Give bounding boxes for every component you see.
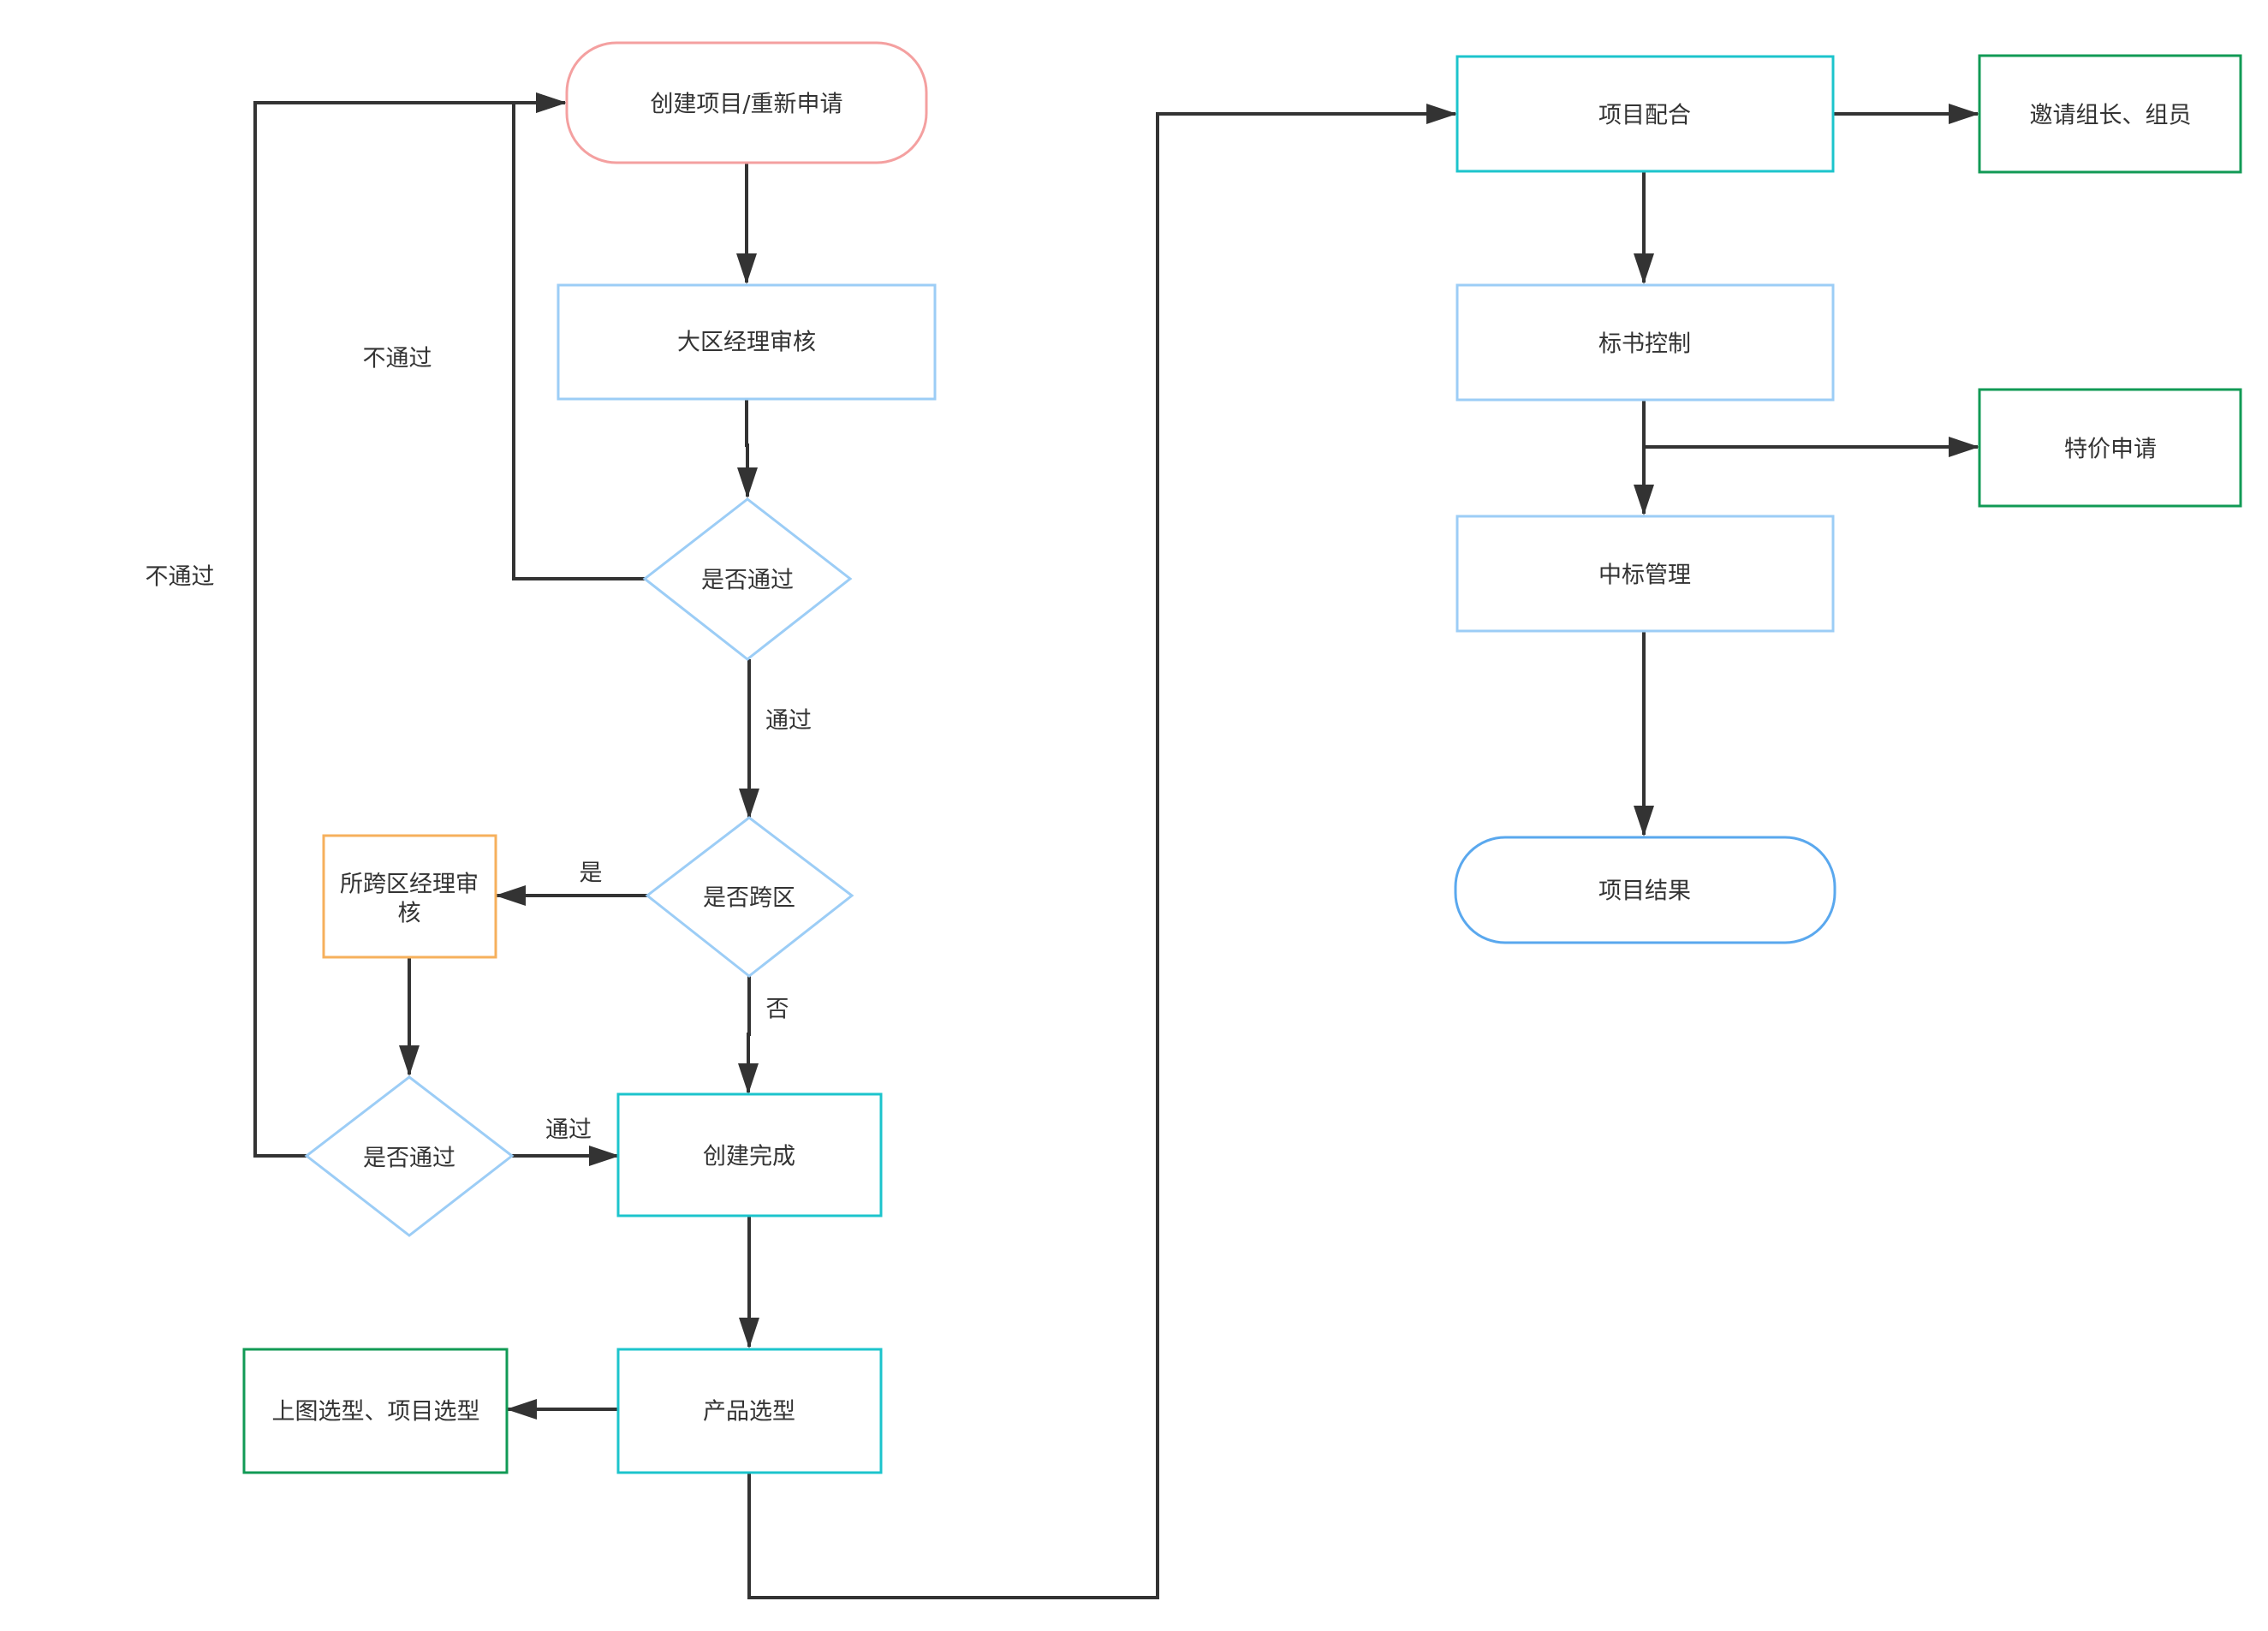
edge-label-fail-1: 不通过 (363, 346, 432, 372)
node-product-select[interactable]: 产品选型 (616, 1348, 883, 1474)
node-label: 是否跨区 (703, 885, 795, 912)
edge-label-no: 否 (766, 997, 789, 1023)
node-special-price[interactable]: 特价申请 (1978, 388, 2242, 508)
node-label: 是否通过 (701, 568, 794, 594)
node-label: 产品选型 (703, 1399, 795, 1426)
node-label: 创建完成 (703, 1144, 795, 1170)
node-pass-check-1[interactable]: 是否通过 (642, 497, 853, 661)
node-project-result[interactable]: 项目结果 (1454, 836, 1836, 944)
decision-shape (642, 497, 853, 661)
edges (253, 92, 1979, 1599)
node-label-line1: 所跨区经理审 (340, 872, 479, 898)
edge-cross-no-to-done (738, 976, 759, 1094)
node-map-select[interactable]: 上图选型、项目选型 (242, 1348, 509, 1474)
edge-labels: 不通过 不通过 通过 是 否 通过 (146, 346, 813, 1144)
process-shape (322, 834, 497, 959)
edge-product-to-coop (747, 104, 1457, 1599)
node-region-review[interactable]: 大区经理审核 (557, 283, 937, 401)
node-label: 项目配合 (1598, 103, 1691, 129)
node-bid-win[interactable]: 中标管理 (1455, 515, 1835, 633)
node-bid-control[interactable]: 标书控制 (1455, 283, 1835, 402)
node-invite-members[interactable]: 邀请组长、组员 (1978, 54, 2242, 174)
decision-shape (645, 816, 854, 978)
node-cross-region-review[interactable]: 所跨区经理审 核 (322, 834, 497, 959)
node-label: 标书控制 (1598, 331, 1691, 358)
node-label: 是否通过 (363, 1146, 455, 1172)
process-shape (616, 1348, 883, 1474)
node-label: 邀请组长、组员 (2030, 103, 2192, 129)
node-create-done[interactable]: 创建完成 (616, 1092, 883, 1217)
edge-label-yes: 是 (580, 860, 603, 887)
process-shape (1455, 515, 1835, 633)
decision-shape (304, 1075, 515, 1237)
node-label: 上图选型、项目选型 (272, 1399, 480, 1426)
process-shape (1978, 54, 2242, 174)
terminator-shape (1454, 836, 1836, 944)
node-label: 大区经理审核 (677, 330, 816, 356)
process-shape (616, 1092, 883, 1217)
process-shape (557, 283, 937, 401)
edge-label-pass-2: 通过 (545, 1117, 592, 1144)
node-label: 创建项目/重新申请 (650, 92, 842, 118)
process-shape (242, 1348, 509, 1474)
edge-label-fail-2: 不通过 (146, 564, 215, 591)
terminator-shape (565, 41, 928, 164)
node-cross-region-check[interactable]: 是否跨区 (645, 816, 854, 978)
node-pass-check-2[interactable]: 是否通过 (304, 1075, 515, 1237)
node-label: 项目结果 (1598, 878, 1691, 905)
node-project-coop[interactable]: 项目配合 (1455, 55, 1835, 173)
process-shape (1455, 55, 1835, 173)
edge-check2-fail-to-create (253, 92, 567, 1158)
node-label: 特价申请 (2064, 437, 2157, 463)
process-shape (1978, 388, 2242, 508)
edge-label-pass-1: 通过 (765, 708, 812, 735)
process-shape (1455, 283, 1835, 402)
node-create-project[interactable]: 创建项目/重新申请 (565, 41, 928, 164)
node-label: 中标管理 (1598, 563, 1691, 589)
nodes: 创建项目/重新申请 大区经理审核 是否通过 是否跨区 所跨区经理审 核 是否通过 (242, 41, 2242, 1474)
node-label-line2: 核 (398, 901, 421, 927)
